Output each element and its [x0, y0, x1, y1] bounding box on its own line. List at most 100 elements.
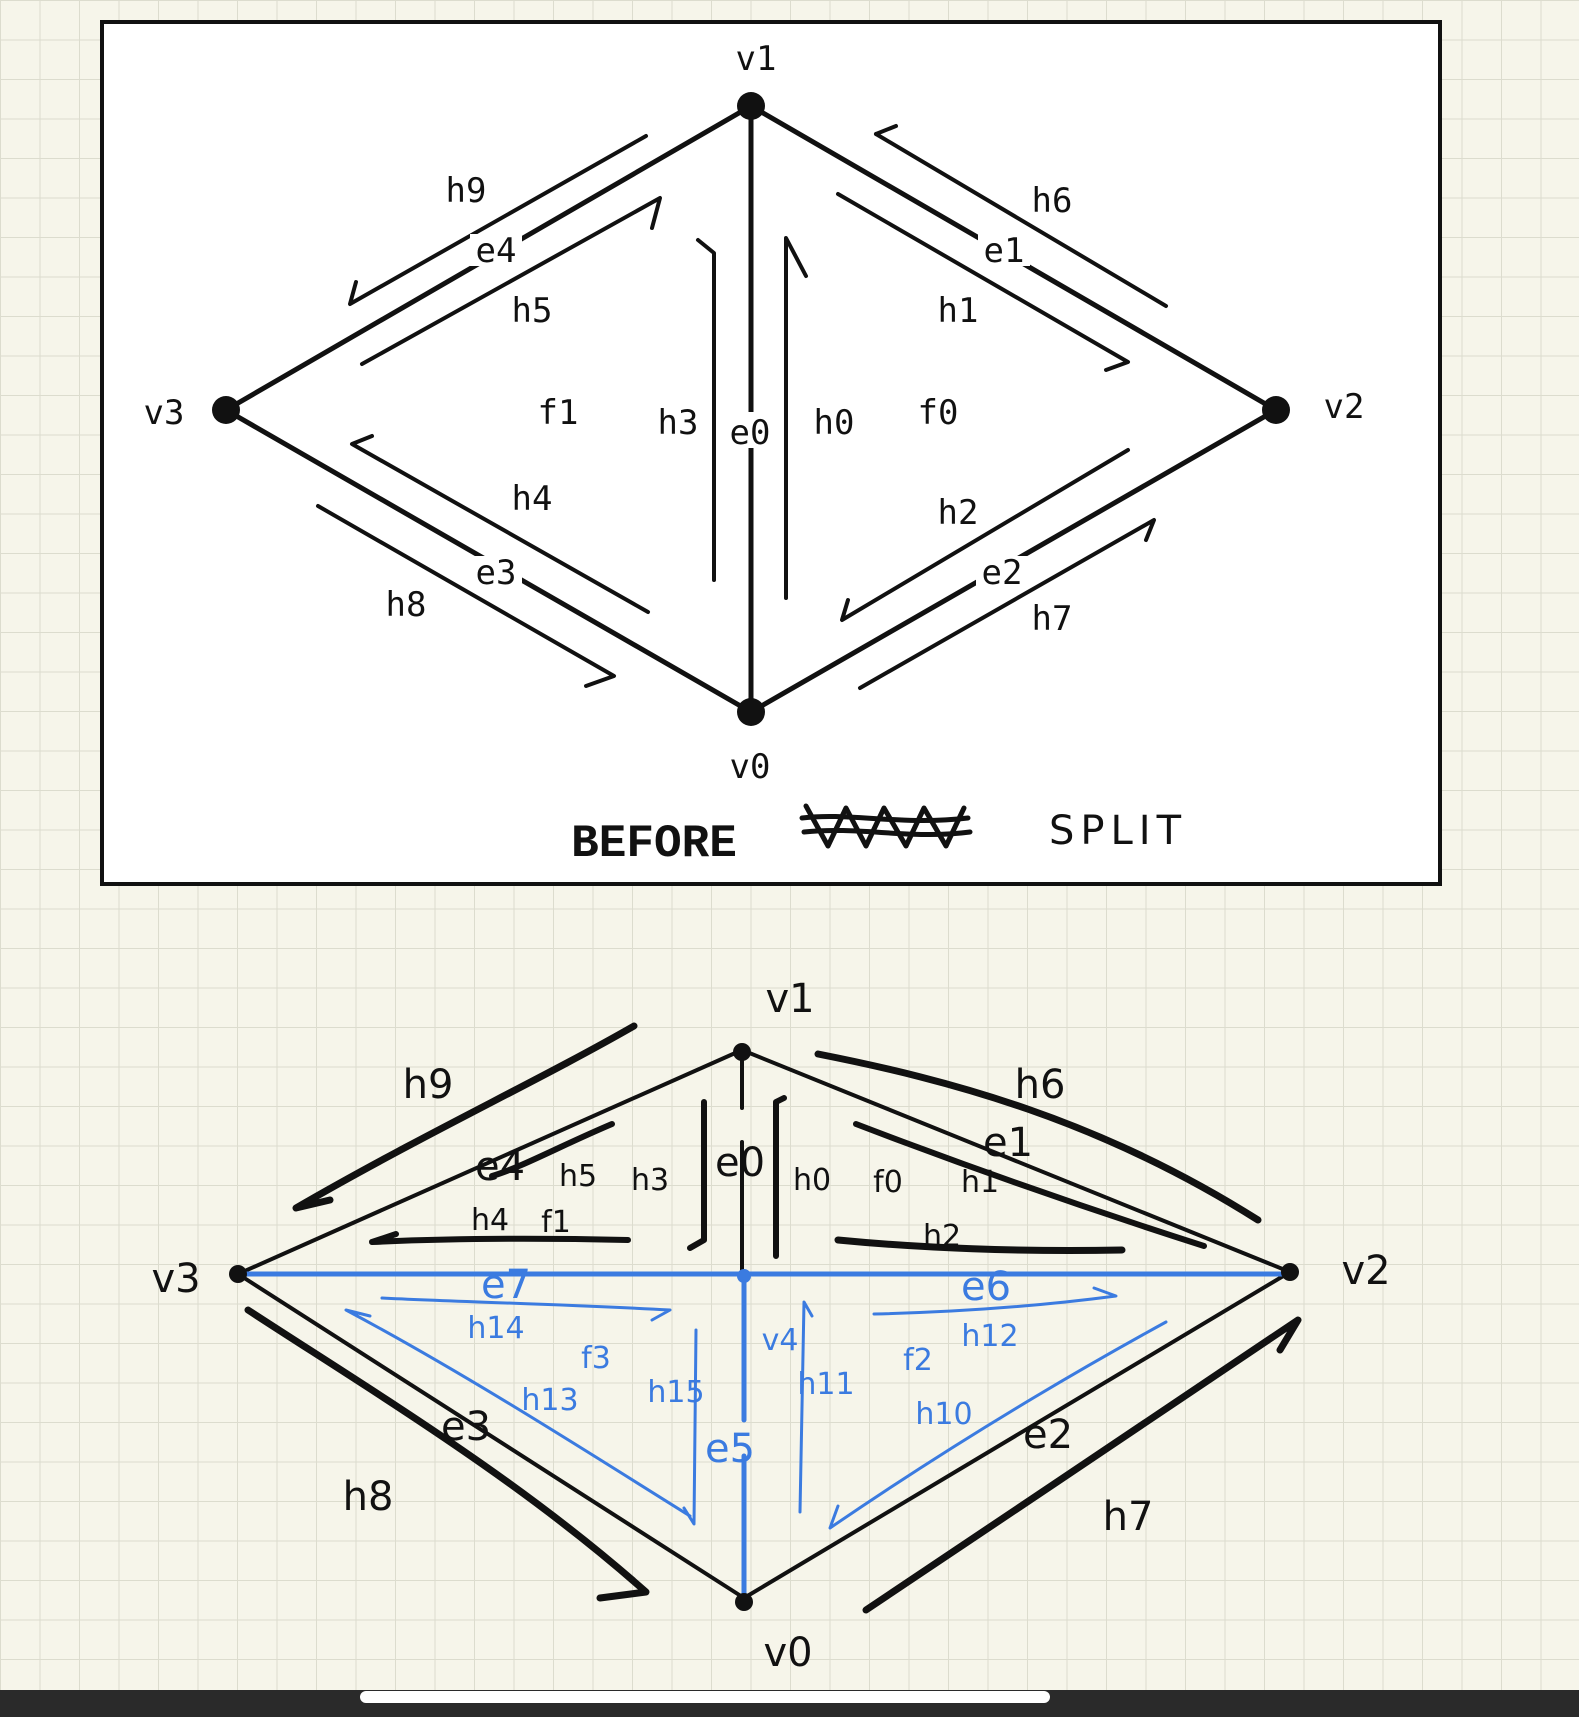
top-vertex-v2 — [1262, 396, 1290, 424]
bottom-vertex-v2 — [1281, 1263, 1299, 1281]
top-label-h1: h1 — [938, 291, 979, 331]
top-vertex-v0 — [737, 698, 765, 726]
top-halfedge-h1-arrow — [836, 192, 1130, 372]
bottom-label-h10: h10 — [915, 1397, 972, 1432]
top-halfedge-h5-arrow — [360, 196, 662, 366]
top-label-h6: h6 — [1032, 181, 1073, 221]
top-halfedge-h3-arrow — [696, 238, 716, 582]
top-label-e4-backing — [470, 234, 522, 266]
bottom-label-h2: h2 — [923, 1219, 961, 1254]
top-figure: v1 v2 v0 v3 e0 e1 e2 e3 e4 h9 h5 h4 h8 h… — [100, 20, 1442, 886]
bottom-halfedge-h11-arrow — [798, 1300, 814, 1514]
top-halfedge-h2-arrow — [840, 448, 1130, 622]
top-halfedge-h9-arrow — [348, 134, 648, 306]
bottom-label-e2: e2 — [1023, 1412, 1073, 1458]
bottom-halfedge-h3-arrow — [687, 1099, 707, 1251]
top-label-h4: h4 — [512, 479, 553, 519]
bottom-label-h1: h1 — [961, 1165, 999, 1200]
bottom-halfedge-h15-arrow — [682, 1328, 698, 1526]
top-label-h2: h2 — [938, 493, 979, 533]
top-label-e0-backing — [724, 412, 776, 448]
bottom-label-f3: f3 — [581, 1341, 611, 1376]
bottom-halfedge-h6-arrow — [814, 1050, 1262, 1224]
bottom-label-e5: e5 — [705, 1426, 755, 1472]
bottom-figure: v1 v3 v2 v0 v4 e0 e1 e2 e3 e4 e5 e6 e7 h… — [151, 976, 1390, 1676]
bottom-label-e7: e7 — [481, 1262, 531, 1308]
top-vertex-v3 — [212, 396, 240, 424]
bottom-label-h14: h14 — [467, 1311, 524, 1346]
bottom-label-e4: e4 — [475, 1144, 525, 1190]
bottom-vertex-v4 — [737, 1269, 751, 1283]
bottom-label-h13: h13 — [521, 1383, 578, 1418]
home-indicator[interactable] — [360, 1691, 1050, 1703]
top-halfedge-h0-arrow — [784, 236, 808, 600]
bottom-edge-e3 — [236, 1272, 746, 1600]
bottom-label-v3: v3 — [151, 1256, 200, 1302]
bottom-halfedge-h13-arrow — [344, 1308, 692, 1518]
bottom-halfedge-h9-arrow — [292, 1022, 638, 1212]
top-label-f0: f0 — [918, 393, 959, 433]
top-halfedge-h6-line — [874, 132, 1168, 308]
top-label-h7: h7 — [1032, 599, 1073, 639]
top-label-e3: e3 — [476, 553, 517, 593]
bottom-label-h9: h9 — [403, 1062, 454, 1108]
bottom-label-f0: f0 — [873, 1165, 903, 1200]
top-label-e0: e0 — [730, 413, 771, 453]
top-label-e2-backing — [976, 556, 1028, 588]
bottom-label-f1: f1 — [541, 1205, 571, 1240]
top-label-e3-backing — [470, 556, 522, 588]
top-label-v0: v0 — [730, 747, 771, 787]
bottom-edge-e2 — [742, 1270, 1292, 1600]
bottom-label-v0: v0 — [763, 1630, 812, 1676]
bottom-vertex-v1 — [733, 1043, 751, 1061]
bottom-label-v1: v1 — [765, 976, 814, 1022]
bottom-label-h4: h4 — [471, 1203, 509, 1238]
top-caption-split: SPLIT — [1049, 808, 1187, 854]
bottom-halfedge-h5-arrow — [489, 1121, 615, 1179]
bottom-label-h12: h12 — [961, 1319, 1018, 1354]
bottom-label-h11: h11 — [797, 1367, 854, 1402]
bottom-label-e1: e1 — [983, 1120, 1033, 1166]
bottom-label-e3: e3 — [441, 1404, 491, 1450]
bottom-label-h3: h3 — [631, 1163, 669, 1198]
top-label-h9: h9 — [446, 171, 487, 211]
top-vertex-v1 — [737, 92, 765, 120]
bottom-edge-e4 — [236, 1048, 744, 1276]
bottom-label-v4: v4 — [762, 1323, 799, 1358]
bottom-halfedge-h14-arrow — [380, 1296, 672, 1322]
bottom-halfedge-h8-arrow — [244, 1306, 650, 1602]
bottom-label-v2: v2 — [1341, 1248, 1390, 1294]
top-label-e4: e4 — [476, 231, 517, 271]
bottom-halfedge-h7-arrow — [862, 1316, 1302, 1614]
top-halfedge-h4-arrow — [350, 434, 650, 614]
bottom-label-h8: h8 — [343, 1474, 394, 1520]
top-caption-before: BEFORE — [571, 818, 737, 870]
bottom-halfedge-h2-arrow — [834, 1236, 1126, 1255]
top-figure-frame — [100, 20, 1442, 886]
bottom-label-h6: h6 — [1015, 1062, 1066, 1108]
bottom-label-e0: e0 — [715, 1140, 765, 1186]
top-label-h0: h0 — [814, 403, 855, 443]
bottom-halfedge-h4-arrow — [369, 1231, 631, 1245]
bottom-halfedge-h10-arrow — [828, 1320, 1168, 1530]
bottom-vertex-v3 — [229, 1265, 247, 1283]
top-label-e2: e2 — [982, 553, 1023, 593]
top-label-h5: h5 — [512, 291, 553, 331]
top-halfedge-h6-arrowhead — [874, 124, 898, 136]
bottom-label-h0: h0 — [793, 1163, 831, 1198]
bottom-label-h5: h5 — [559, 1159, 597, 1194]
top-label-h3: h3 — [658, 403, 699, 443]
top-label-e1: e1 — [984, 231, 1025, 271]
bottom-halfedge-h1-arrow — [853, 1121, 1207, 1249]
bottom-halfedge-h0-arrow — [773, 1095, 787, 1259]
top-label-v1: v1 — [736, 39, 777, 79]
top-halfedge-h7-arrow — [858, 518, 1156, 690]
top-label-v3: v3 — [144, 393, 185, 433]
crossed-out-scribble — [799, 803, 973, 849]
top-halfedge-h8-arrow — [316, 504, 616, 688]
top-label-h8: h8 — [386, 585, 427, 625]
bottom-edge-e1 — [740, 1048, 1292, 1274]
bottom-halfedge-h12-arrow — [872, 1286, 1118, 1316]
top-label-f1: f1 — [538, 393, 579, 433]
